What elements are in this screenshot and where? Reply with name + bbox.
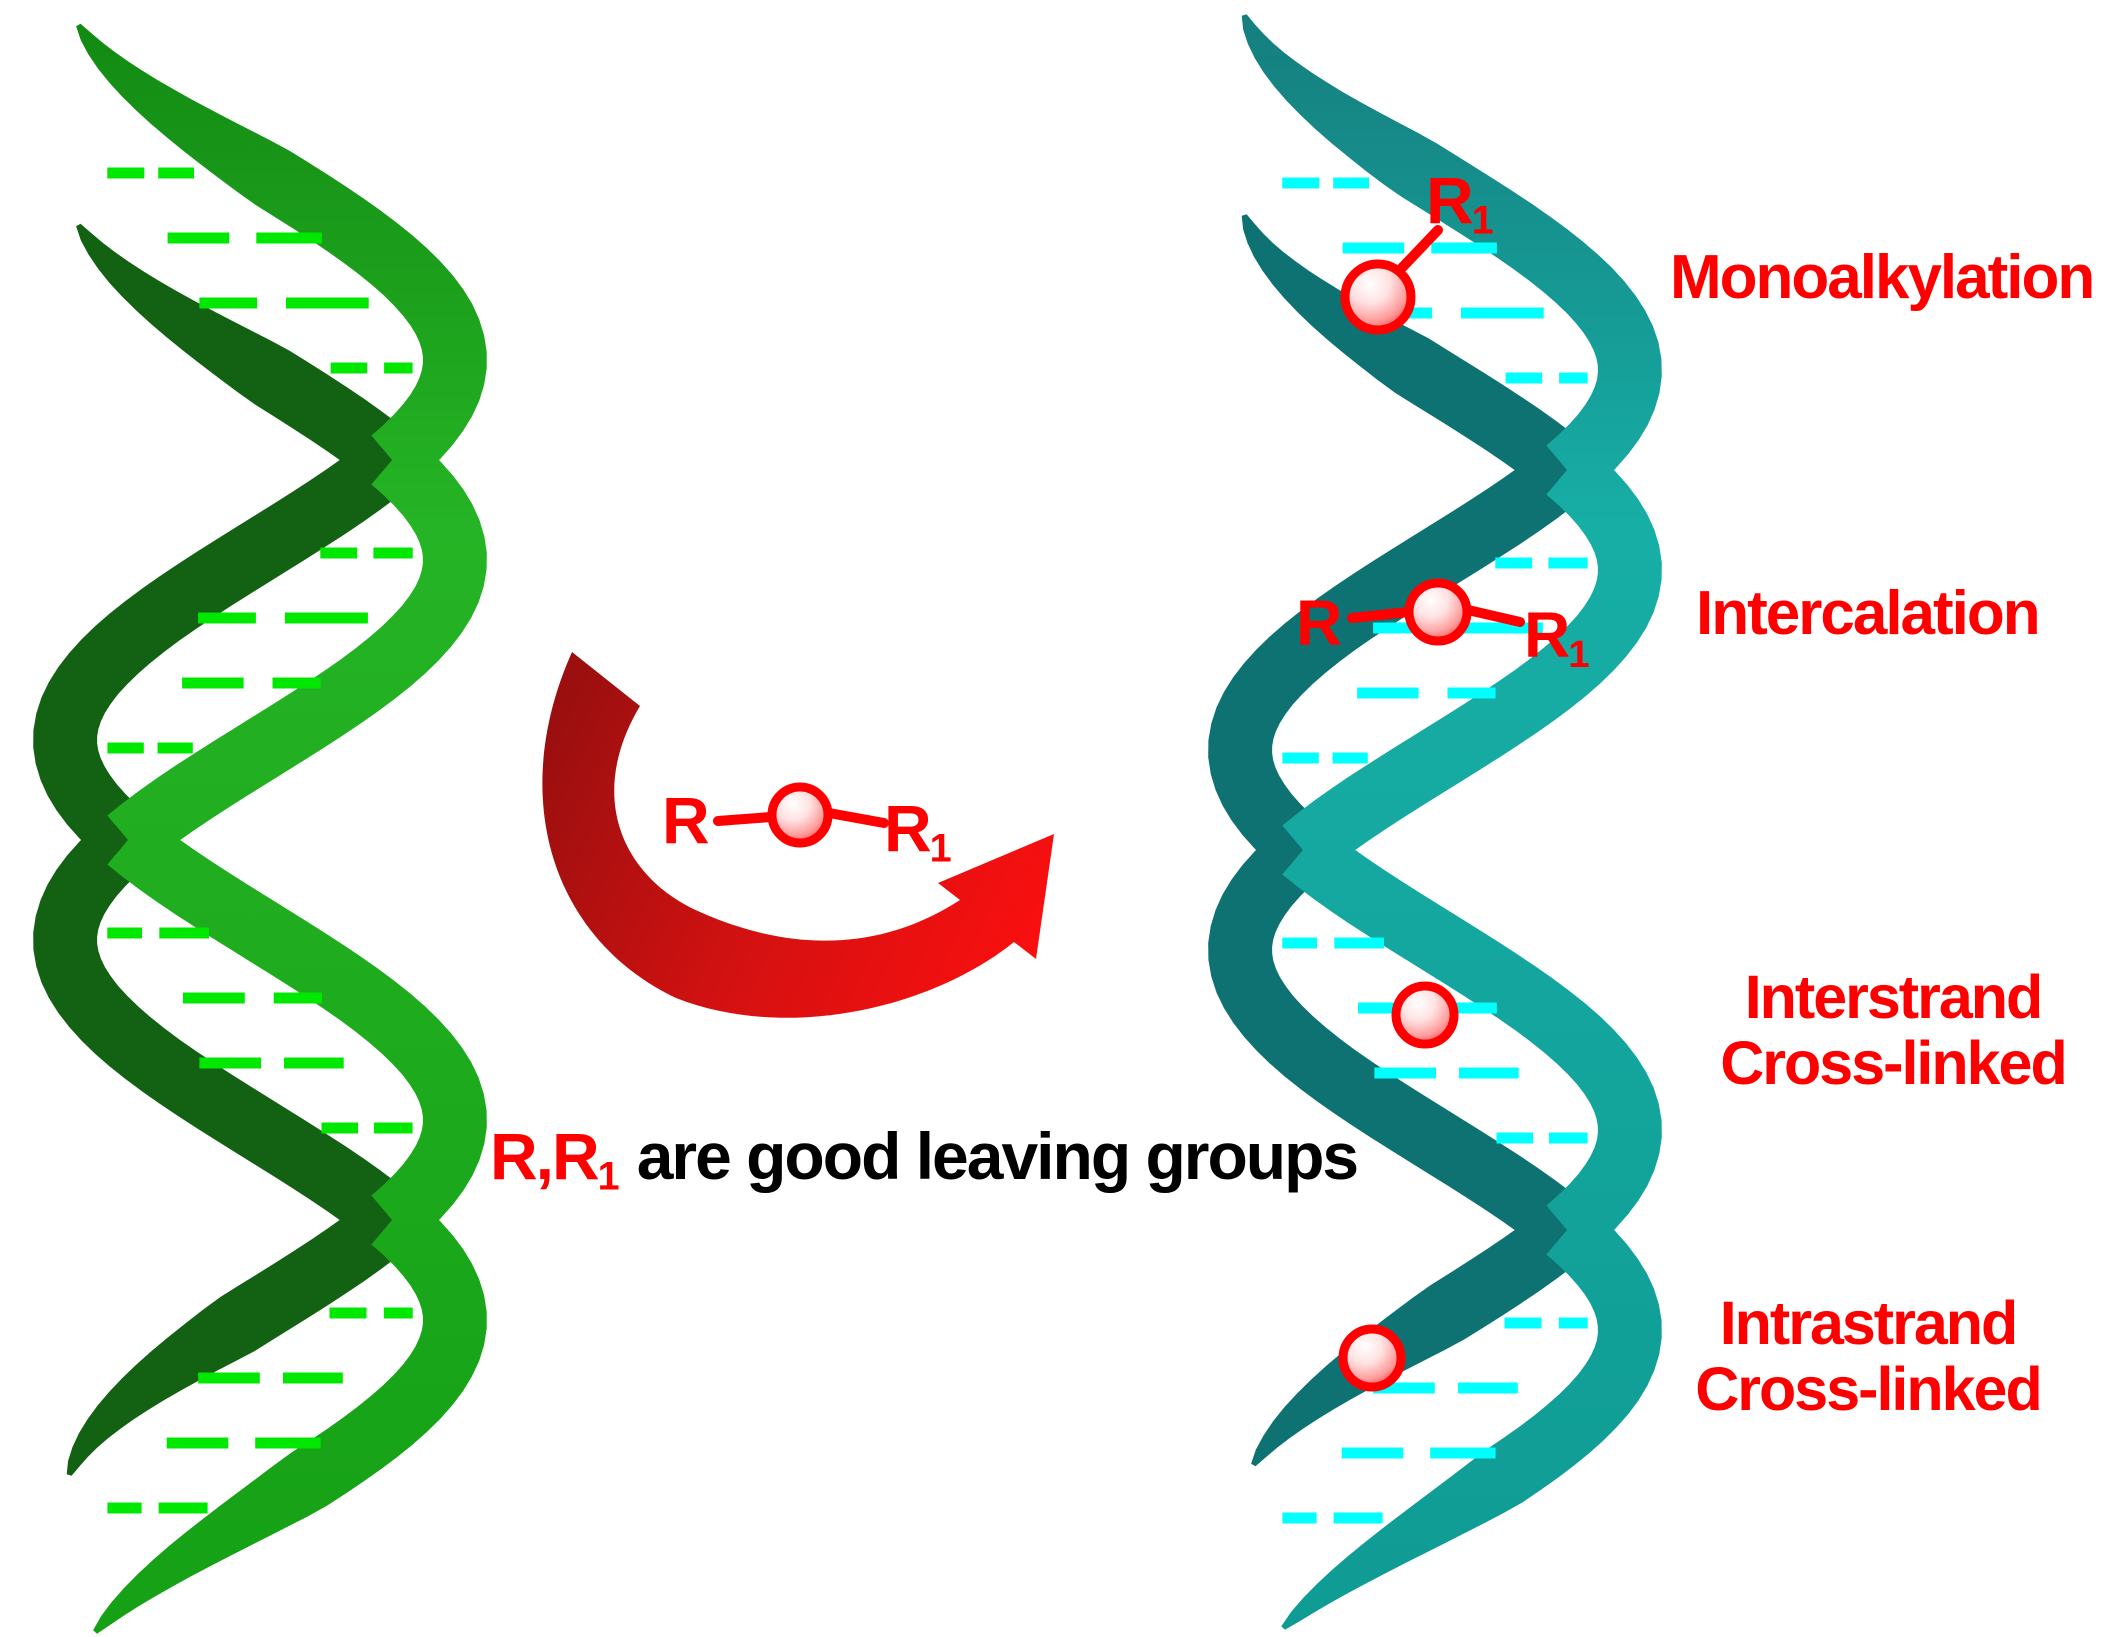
label-intrastrand-crosslinked: Intrastrand Cross-linked bbox=[1695, 1289, 2043, 1423]
monoalkylation-r1-label: R1 bbox=[1426, 163, 1494, 243]
label-intercalation: Intercalation bbox=[1696, 579, 2041, 648]
reagent-r1-bond bbox=[824, 808, 889, 828]
dna-helix-teal-back-strands bbox=[1208, 214, 1588, 1467]
intercalation-r1-bond bbox=[1463, 605, 1525, 627]
dna-helix-green-base-pairs bbox=[107, 167, 413, 1514]
dna-helix-green-strand-back bbox=[66, 1195, 413, 1476]
reagent-sphere bbox=[767, 782, 833, 848]
dna-helix-teal-strand-back bbox=[1208, 825, 1588, 1255]
dna-helix-teal-front-strands bbox=[1241, 14, 1662, 1630]
mono-r1-bond bbox=[1393, 225, 1443, 277]
label-monoalkylation: Monoalkylation bbox=[1670, 243, 2095, 312]
reagent-r-bond bbox=[713, 812, 776, 826]
caption-black-part: are good leaving groups bbox=[636, 1119, 1359, 1193]
dna-helix-green-strand-front bbox=[76, 23, 487, 485]
dna-helix-teal-strand-back bbox=[1251, 1205, 1588, 1467]
dna-helix-teal-strand-front bbox=[1282, 825, 1662, 1255]
dna-helix-green-back-strands bbox=[33, 223, 413, 1476]
interstrand-site bbox=[1391, 981, 1459, 1049]
dna-helix-green-strand-front bbox=[107, 435, 487, 865]
dna-helix-teal-strand-back bbox=[1241, 214, 1588, 495]
intrastrand-site bbox=[1338, 1324, 1406, 1392]
dna-helix-teal-strand-front bbox=[1241, 14, 1662, 495]
monoalkylation-site bbox=[1340, 259, 1416, 335]
dna-helix-teal-strand-front bbox=[1281, 1205, 1662, 1630]
dna-helix-green-strand-back bbox=[33, 435, 413, 865]
dna-helix-green-front-strands bbox=[76, 23, 487, 1634]
label-interstrand-crosslinked: Interstrand Cross-linked bbox=[1720, 963, 2068, 1097]
reagent-r-label: R bbox=[662, 783, 710, 857]
intercalation-r-bond bbox=[1347, 607, 1413, 623]
dna-helix-green-strand-back bbox=[33, 815, 413, 1245]
reagent-r1-label: R1 bbox=[884, 791, 952, 871]
dna-helix-green-strand-back bbox=[76, 223, 413, 485]
dna-helix-green-strand-front bbox=[93, 1195, 487, 1634]
intercalation-site bbox=[1404, 578, 1472, 646]
intercalation-r-label: R bbox=[1296, 587, 1342, 659]
dna-helix-green-strand-front bbox=[107, 815, 487, 1245]
caption-red-part: R,R bbox=[490, 1119, 600, 1193]
intercalation-r1-label: R1 bbox=[1524, 599, 1590, 676]
dna-helix-teal-strand-back bbox=[1208, 445, 1588, 875]
reaction-arrow bbox=[542, 652, 1054, 1018]
dna-helix-teal-strand-front bbox=[1282, 445, 1662, 875]
